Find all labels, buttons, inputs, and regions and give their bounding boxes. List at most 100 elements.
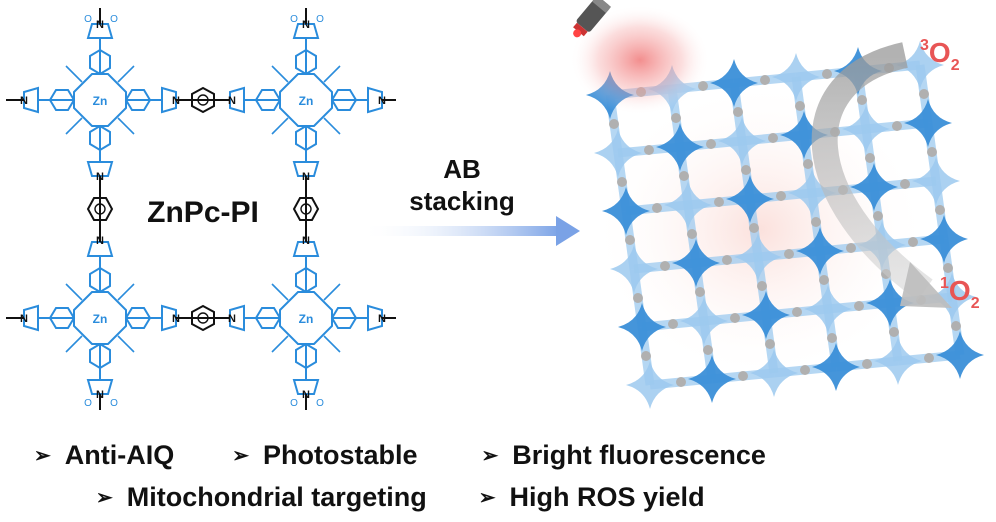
feature-mitochondrial-targeting: Mitochondrial targeting	[126, 482, 427, 512]
linker-bead	[668, 319, 678, 329]
linker-bead	[776, 191, 786, 201]
pc-node	[718, 117, 766, 165]
linker-bead	[625, 235, 635, 245]
linker-bead	[706, 139, 716, 149]
linker-bead	[927, 147, 937, 157]
linker-bead	[617, 177, 627, 187]
imide-n-label: N	[172, 313, 180, 325]
pc-node	[656, 123, 704, 171]
pc-node	[734, 233, 782, 281]
linker-bead	[641, 351, 651, 361]
linker-bead	[733, 107, 743, 117]
linker-bead	[803, 159, 813, 169]
linker-bead	[749, 223, 759, 233]
pc-node	[796, 227, 844, 275]
pc-node	[812, 343, 860, 391]
pc-node	[602, 187, 650, 235]
linker-bead	[951, 321, 961, 331]
process-label-line1: AB	[443, 154, 481, 184]
carbonyl-o-label: O	[84, 398, 92, 409]
process-label-line2: stacking	[409, 186, 515, 216]
feature-photostable: Photostable	[263, 440, 418, 470]
linker-bead	[919, 89, 929, 99]
linker-bead	[652, 203, 662, 213]
imide-n-label: N	[172, 95, 180, 107]
linker-bead	[738, 371, 748, 381]
linker-bead	[892, 121, 902, 131]
carbonyl-o-label: O	[290, 398, 298, 409]
imide-n-label: N	[96, 19, 104, 31]
imide-n-label: N	[378, 95, 386, 107]
pc-node	[710, 59, 758, 107]
linker-bead	[730, 313, 740, 323]
bullet-arrow-icon: ➢	[478, 487, 496, 509]
imide-n-label: N	[20, 313, 28, 325]
imide-n-label: N	[302, 389, 310, 401]
linker-bead	[714, 197, 724, 207]
pc-node	[866, 279, 914, 327]
product-oxygen-label: 1O2	[940, 275, 980, 312]
linker-bead	[609, 119, 619, 129]
molecule-name: ZnPc-PI	[147, 196, 259, 229]
pc-node	[618, 303, 666, 351]
linker-bead	[695, 287, 705, 297]
linker-bead	[722, 255, 732, 265]
linker-bead	[889, 327, 899, 337]
linker-bead	[857, 95, 867, 105]
carbonyl-o-label: O	[110, 398, 118, 409]
bullet-arrow-icon: ➢	[96, 487, 113, 509]
carbonyl-o-label: O	[110, 14, 118, 25]
pc-node	[672, 239, 720, 287]
pc-node	[912, 157, 960, 205]
linker-bead	[633, 293, 643, 303]
laser-glow	[570, 5, 710, 115]
imide-n-label: N	[228, 95, 236, 107]
carbonyl-o-label: O	[84, 14, 92, 25]
zn-label: Zn	[93, 312, 108, 326]
linker-bead	[854, 301, 864, 311]
linker-bead	[757, 281, 767, 291]
imide-n-label: N	[302, 171, 310, 183]
feature-bright-fluorescence: Bright fluorescence	[512, 440, 766, 470]
pc-node	[842, 105, 890, 153]
linker-bead	[676, 377, 686, 387]
oxygen-conversion-arrow	[811, 42, 933, 301]
linker-bead	[846, 243, 856, 253]
zn-label: Zn	[93, 94, 108, 108]
pc-node	[804, 285, 852, 333]
pc-node	[772, 53, 820, 101]
pc-node	[680, 297, 728, 345]
pc-node	[664, 181, 712, 229]
carbonyl-o-label: O	[290, 14, 298, 25]
carbonyl-o-label: O	[316, 14, 324, 25]
pc-node	[688, 355, 736, 403]
pc-node	[896, 41, 944, 89]
linker-bead	[792, 307, 802, 317]
pc-node	[626, 361, 674, 409]
carbonyl-o-label: O	[316, 398, 324, 409]
pc-node	[928, 273, 976, 321]
bullet-arrow-icon: ➢	[232, 445, 250, 467]
linker-bead	[800, 365, 810, 375]
pc-node	[610, 245, 658, 293]
oxygen-conversion-arrowhead	[900, 262, 952, 308]
linker-bead	[924, 353, 934, 363]
linker-bead	[660, 261, 670, 271]
imide-n-label: N	[96, 171, 104, 183]
ab-stacking-arrow: AB stacking	[360, 154, 580, 246]
reactant-oxygen-label: 3O2	[920, 37, 960, 74]
imide-n-label: N	[228, 313, 236, 325]
linker-bead	[784, 249, 794, 259]
pc-node	[920, 215, 968, 263]
linker-bead	[703, 345, 713, 355]
imide-n-label: N	[378, 313, 386, 325]
pc-node	[904, 99, 952, 147]
linker-bead	[822, 69, 832, 79]
imide-n-label: N	[302, 235, 310, 247]
feature-high-ros-yield: High ROS yield	[509, 482, 705, 512]
zn-label: Zn	[299, 94, 314, 108]
linker-bead	[935, 205, 945, 215]
linker-bead	[795, 101, 805, 111]
linker-bead	[741, 165, 751, 175]
linker-bead	[760, 75, 770, 85]
